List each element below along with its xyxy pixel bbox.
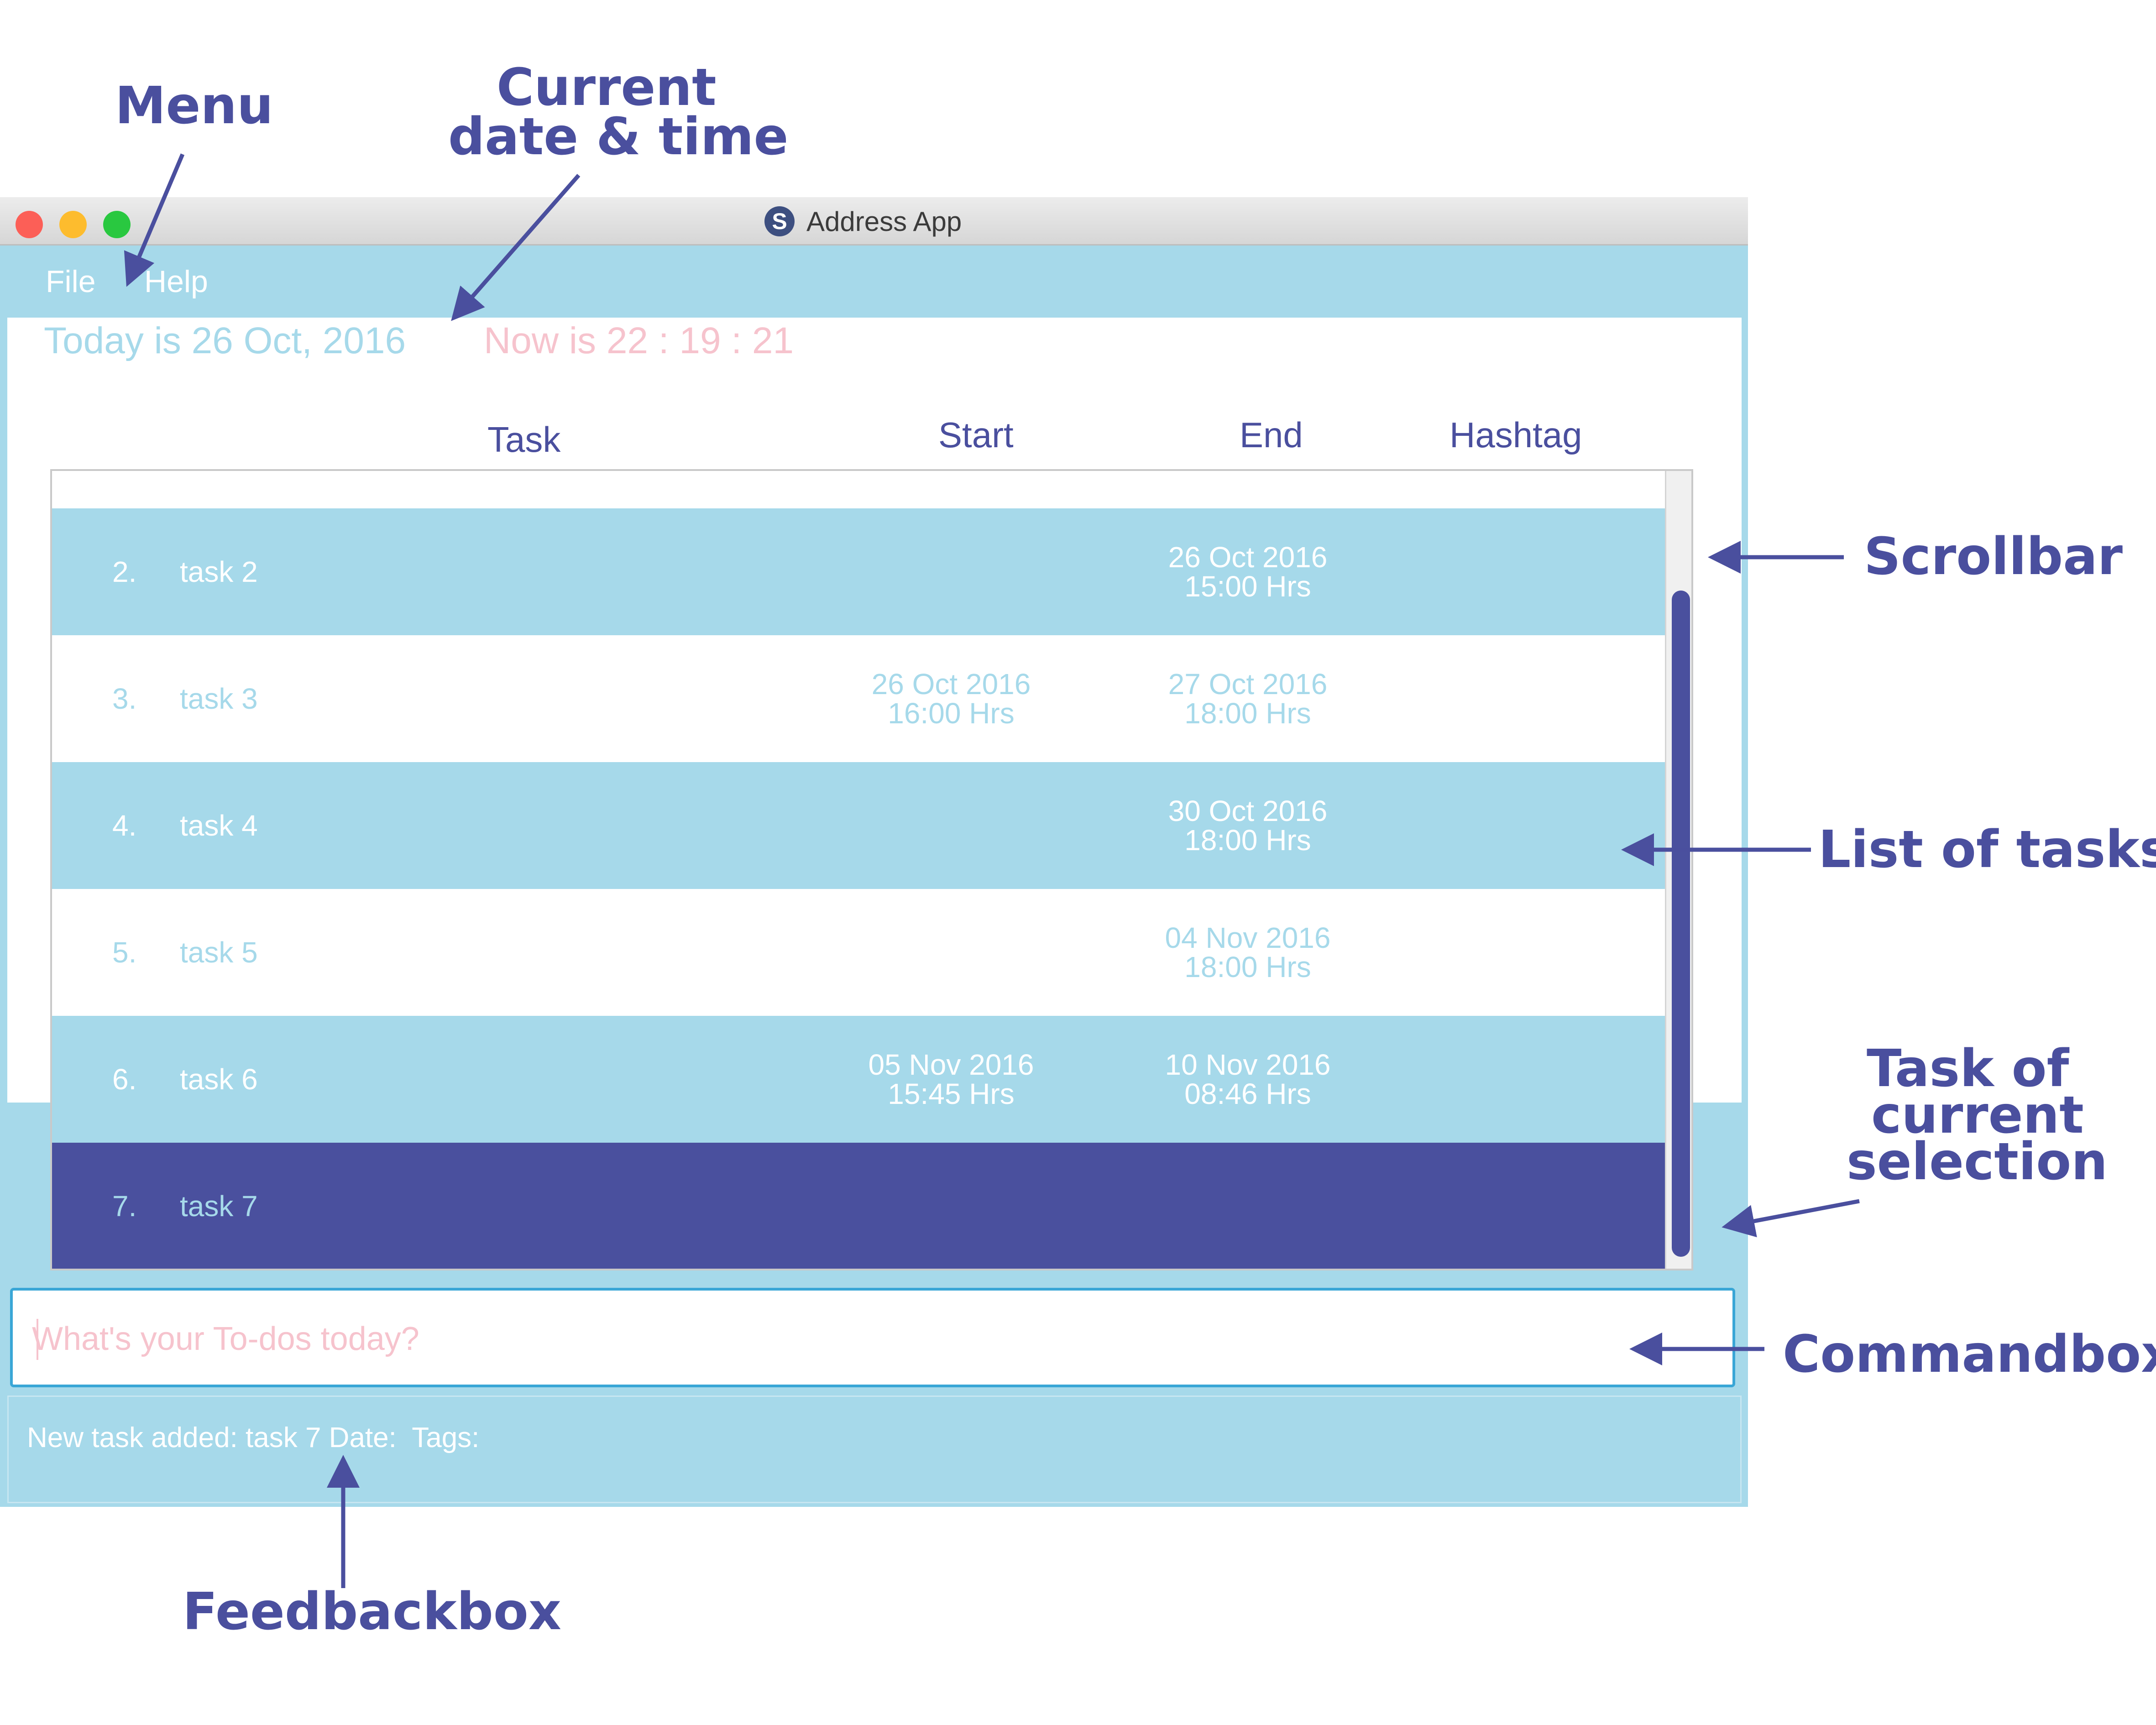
task-end-time: 15:00 Hrs	[1184, 570, 1311, 603]
task-start-time: 16:00 Hrs	[888, 697, 1015, 730]
task-index: 4.	[112, 809, 137, 842]
scrollbar-track[interactable]	[1665, 471, 1691, 1269]
task-end-date: 30 Oct 2016	[1168, 795, 1328, 827]
task-end-date: 27 Oct 2016	[1168, 668, 1328, 700]
zoom-window-button[interactable]	[103, 211, 131, 238]
task-start-date: 05 Nov 2016	[868, 1048, 1034, 1081]
task-index: 2.	[112, 555, 137, 588]
task-end-date: 04 Nov 2016	[1165, 921, 1331, 954]
task-index: 6.	[112, 1063, 137, 1096]
command-box[interactable]	[10, 1288, 1735, 1387]
title-bar[interactable]: S Address App	[0, 197, 1748, 246]
column-header-hashtag[interactable]: Hashtag	[1450, 415, 1582, 455]
scrollbar-thumb[interactable]	[1672, 591, 1690, 1257]
task-name: task 6	[180, 1063, 258, 1096]
task-index: 3.	[112, 682, 137, 715]
task-start-time: 15:45 Hrs	[888, 1077, 1015, 1110]
task-name: task 3	[180, 682, 258, 715]
annotation-selection-line1: Task of	[1867, 1039, 2069, 1098]
current-date: Today is 26 Oct, 2016	[44, 320, 406, 361]
task-name: task 2	[180, 555, 258, 588]
task-start-date: 26 Oct 2016	[871, 668, 1031, 700]
task-end-time: 08:46 Hrs	[1184, 1077, 1311, 1110]
selection-arrow	[1722, 1199, 1860, 1238]
task-row-selected[interactable]: 7. task 7	[52, 1143, 1665, 1269]
annotation-feedbackbox: Feedbackbox	[183, 1582, 562, 1641]
menu-arrow	[124, 153, 185, 287]
minimize-window-button[interactable]	[59, 211, 87, 238]
window-title-text: Address App	[806, 206, 962, 237]
task-name: task 7	[180, 1190, 258, 1223]
task-end-time: 18:00 Hrs	[1184, 951, 1311, 983]
annotation-selection-line3: selection	[1847, 1132, 2108, 1192]
task-name: task 4	[180, 809, 258, 842]
close-window-button[interactable]	[16, 211, 43, 238]
app-logo-icon: S	[764, 206, 795, 236]
current-time: Now is 22 : 19 : 21	[484, 320, 794, 361]
datetime-arrow	[451, 174, 581, 321]
column-header-end[interactable]: End	[1240, 415, 1303, 455]
annotation-datetime-line1: Current	[497, 58, 717, 117]
feedback-box: New task added: task 7 Date: Tags:	[7, 1396, 1742, 1503]
task-index: 7.	[112, 1190, 137, 1223]
column-header-task[interactable]: Task	[487, 419, 561, 460]
annotation-scrollbar: Scrollbar	[1864, 527, 2123, 586]
task-end-time: 18:00 Hrs	[1184, 697, 1311, 730]
feedback-text: New task added: task 7 Date: Tags:	[27, 1422, 487, 1453]
annotation-commandbox: Commandbox	[1783, 1325, 2156, 1384]
task-end-date: 10 Nov 2016	[1165, 1048, 1331, 1081]
text-caret	[37, 1319, 38, 1360]
menu-file[interactable]: File	[46, 264, 96, 299]
annotation-selection-line2: current	[1871, 1086, 2084, 1145]
annotation-list: List of tasks	[1818, 820, 2156, 879]
annotation-menu: Menu	[115, 76, 273, 136]
command-input[interactable]	[31, 1309, 1676, 1369]
menu-help[interactable]: Help	[144, 264, 208, 299]
column-header-start[interactable]: Start	[938, 415, 1014, 455]
task-end-date: 26 Oct 2016	[1168, 541, 1328, 574]
annotation-datetime-line2: date & time	[448, 107, 789, 167]
task-end-time: 18:00 Hrs	[1184, 824, 1311, 857]
window-title: S Address App	[764, 205, 962, 237]
task-index: 5.	[112, 936, 137, 969]
task-name: task 5	[180, 936, 258, 969]
